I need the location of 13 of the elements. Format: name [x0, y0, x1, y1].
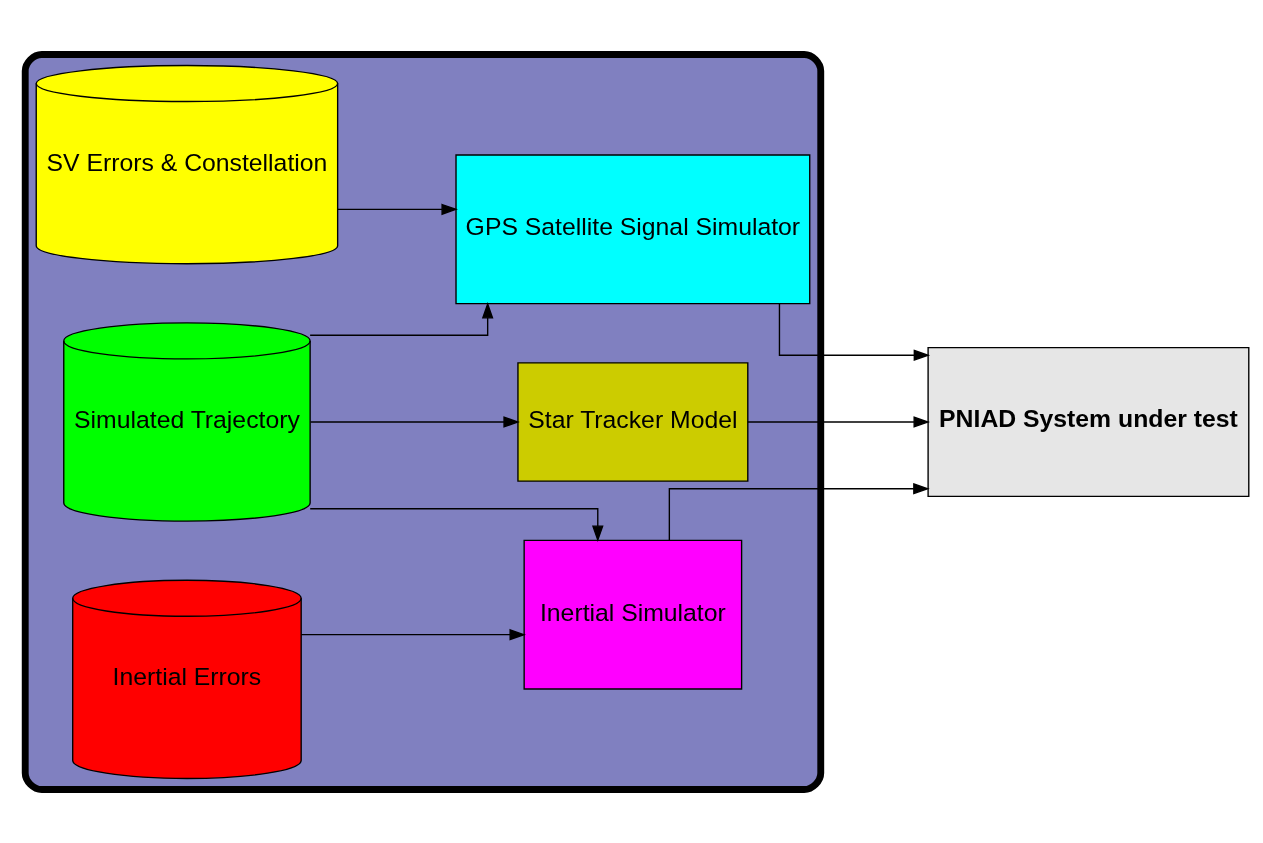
- arrow: [309, 507, 604, 542]
- arrow: [337, 203, 458, 215]
- arrow: [668, 482, 930, 541]
- node-box: PNIAD System under test: [927, 346, 1250, 497]
- arrow: [778, 302, 931, 361]
- arrow: [747, 415, 930, 428]
- arrow: [309, 301, 494, 336]
- arrow: [300, 628, 526, 640]
- arrow: [309, 415, 520, 428]
- node-box: Inertial Simulator: [523, 539, 743, 690]
- node-box: Star Tracker Model: [517, 361, 749, 482]
- cluster: [21, 50, 825, 793]
- node-box: GPS Satellite Signal Simulator: [455, 153, 811, 304]
